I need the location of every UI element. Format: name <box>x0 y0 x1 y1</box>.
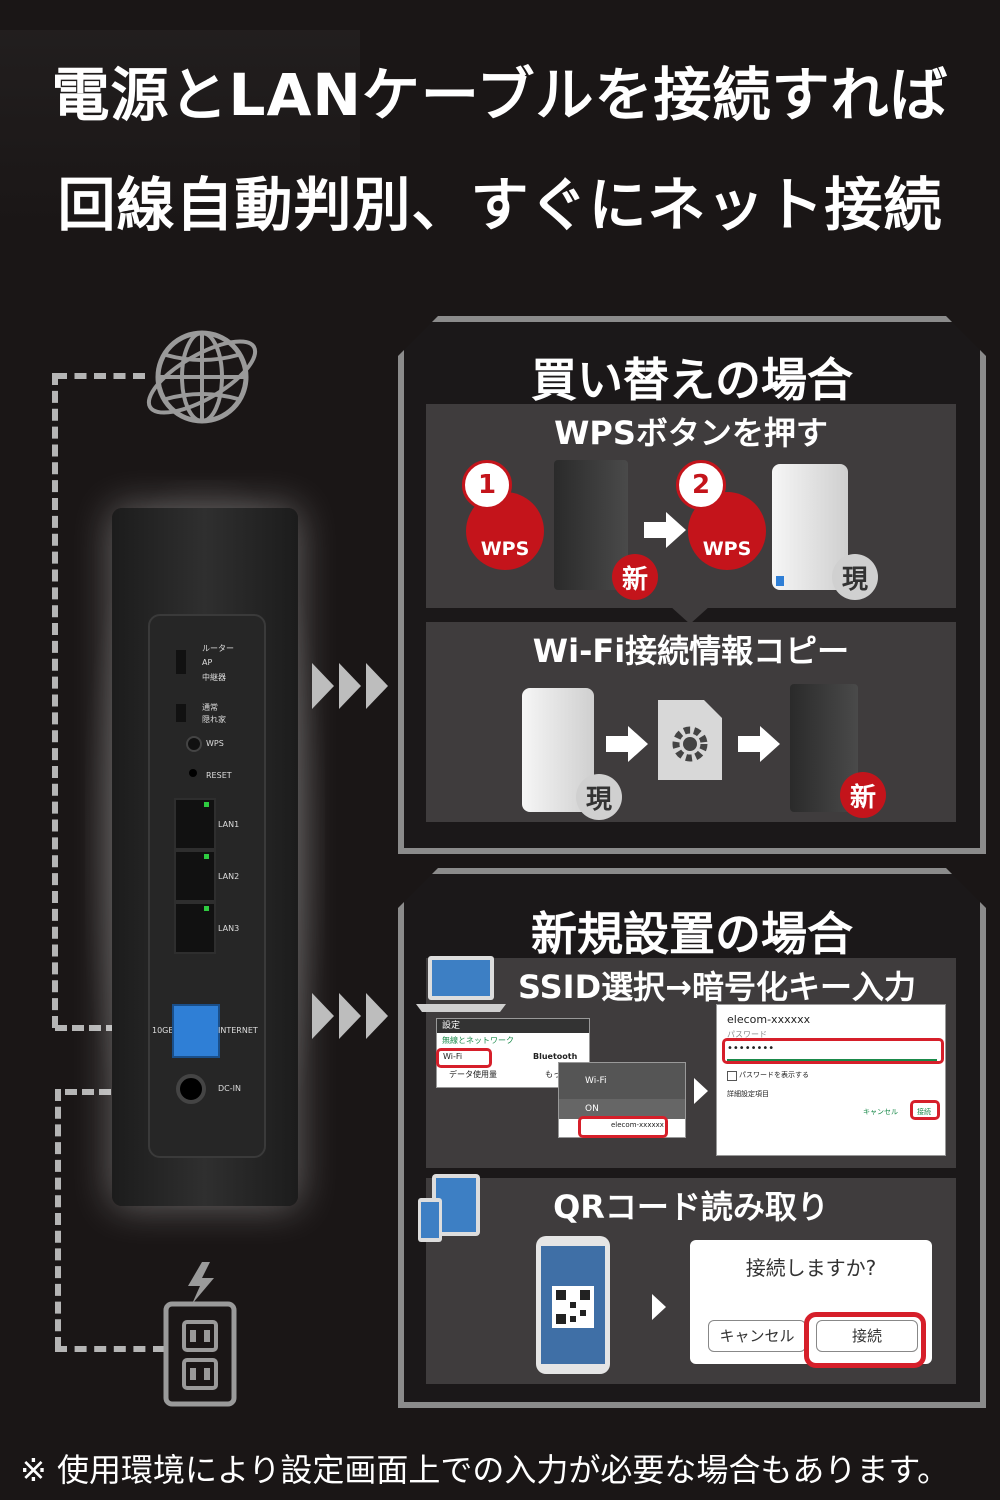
qr-section: QRコード読み取り 接続しますか? キャンセル 接続 <box>426 1178 956 1384</box>
settings-bluetooth-item[interactable]: Bluetooth <box>533 1052 578 1061</box>
internet-port[interactable] <box>172 1004 220 1058</box>
wps-section: WPSボタンを押す WPS 1 新 WPS 2 現 <box>426 404 956 608</box>
wifi-highlight <box>436 1048 492 1068</box>
step-2-badge: 2 <box>676 460 726 510</box>
footer-note: ※ 使用環境により設定画面上での入力が必要な場合もあります。 <box>20 1451 950 1489</box>
power-outlet-icon <box>163 1262 237 1407</box>
reset-label: RESET <box>206 771 232 780</box>
globe-icon <box>146 330 258 424</box>
chevron-right-icon <box>312 663 388 709</box>
chevron-right-icon <box>652 1294 666 1320</box>
arrow-right-icon <box>738 726 780 762</box>
gear-icon <box>658 700 722 780</box>
password-screen: elecom-xxxxxx パスワード •••••••• パスワードを表示する … <box>716 1004 946 1156</box>
current-badge: 現 <box>832 554 878 600</box>
dc-in-label: DC-IN <box>218 1084 241 1093</box>
password-highlight <box>722 1038 944 1064</box>
connector-outlet-h <box>55 1346 165 1352</box>
mode-router-label: ルーター <box>202 644 234 653</box>
arrow-right-icon <box>606 726 648 762</box>
password-input[interactable]: •••••••• <box>727 1043 937 1061</box>
new-install-panel: 新規設置の場合 SSID選択→暗号化キー入力 設定 無線とネットワーク Wi-F… <box>398 868 986 1408</box>
lan2-port[interactable] <box>174 850 216 902</box>
port-10ge-label: 10GE <box>152 1026 174 1035</box>
connector-power-h <box>65 1089 145 1095</box>
lan1-port[interactable] <box>174 798 216 850</box>
connector-power-v <box>55 1089 61 1349</box>
new-badge: 新 <box>612 554 658 600</box>
connect-dialog: 接続しますか? キャンセル 接続 <box>690 1240 932 1364</box>
wifi-header: Wi-Fi <box>559 1063 685 1099</box>
copy-section-title: Wi-Fi接続情報コピー <box>532 632 850 670</box>
settings-wifi-item[interactable]: Wi-Fi <box>443 1052 463 1061</box>
internet-label: INTERNET <box>218 1026 258 1035</box>
settings-category: 無線とネットワーク <box>442 1036 514 1045</box>
mode-ap-label: AP <box>202 658 213 667</box>
replacement-panel: 買い替えの場合 WPSボタンを押す WPS 1 新 WPS 2 現 Wi-Fi接… <box>398 316 986 854</box>
ssid-highlight <box>578 1116 668 1138</box>
dialog-cancel-button[interactable]: キャンセル <box>708 1320 806 1352</box>
connector-globe-h <box>55 373 145 379</box>
settings-data-usage-item[interactable]: データ使用量 <box>449 1070 497 1079</box>
mode-switch[interactable] <box>176 650 186 674</box>
wps-button[interactable] <box>186 736 202 752</box>
new-badge: 新 <box>840 772 886 818</box>
chevron-right-icon <box>694 1078 708 1104</box>
password-connect-button[interactable]: 接続 <box>917 1108 931 1116</box>
lan3-led <box>204 906 209 911</box>
replacement-title: 買い替えの場合 <box>531 353 853 407</box>
smartphone-qr-icon <box>536 1236 610 1374</box>
wifi-on-toggle[interactable]: ON <box>559 1099 685 1119</box>
new-install-title: 新規設置の場合 <box>531 907 853 961</box>
lan1-label: LAN1 <box>218 820 240 829</box>
headline-line2: 回線自動判別、すぐにネット接続 <box>57 171 943 239</box>
wps-label: WPS <box>206 739 224 748</box>
dialog-question: 接続しますか? <box>745 1256 877 1280</box>
ssid-section-title: SSID選択→暗号化キー入力 <box>518 968 916 1006</box>
dc-in-jack[interactable] <box>176 1074 206 1104</box>
lan1-led <box>204 802 209 807</box>
advanced-settings[interactable]: 詳細設定項目 <box>727 1090 769 1098</box>
dialog-connect-button[interactable]: 接続 <box>816 1320 918 1352</box>
password-label: パスワード <box>727 1030 767 1039</box>
arrow-right-icon <box>644 512 686 548</box>
wifi-screen: Wi-Fi ON elecom-xxxxxx <box>558 1062 686 1138</box>
background-streaks <box>0 30 360 230</box>
led-switch[interactable] <box>176 704 186 722</box>
laptop-icon <box>416 954 506 1014</box>
show-password-label: パスワードを表示する <box>739 1071 809 1079</box>
password-cancel-button[interactable]: キャンセル <box>863 1108 898 1116</box>
copy-section: Wi-Fi接続情報コピー 現 新 <box>426 622 956 822</box>
qr-section-title: QRコード読み取り <box>553 1188 829 1226</box>
chevron-right-icon <box>312 993 388 1039</box>
router-back-panel: ルーター AP 中継器 通常 隠れ家 WPS RESET LAN1 LAN2 L… <box>112 508 298 1206</box>
led-off-label: 隠れ家 <box>202 715 226 724</box>
headline-line1: 電源とLANケーブルを接続すれば <box>51 61 949 129</box>
lan3-port[interactable] <box>174 902 216 954</box>
password-ssid: elecom-xxxxxx <box>727 1013 811 1026</box>
lan2-label: LAN2 <box>218 872 240 881</box>
settings-more-item[interactable]: もっ <box>545 1070 561 1079</box>
wps-section-title: WPSボタンを押す <box>554 414 828 452</box>
connect-highlight <box>910 1100 940 1120</box>
tablet-icon <box>418 1172 484 1246</box>
settings-header: 設定 <box>437 1019 589 1033</box>
ssid-section: SSID選択→暗号化キー入力 設定 無線とネットワーク Wi-Fi Blueto… <box>426 958 956 1168</box>
led-normal-label: 通常 <box>202 703 218 712</box>
wifi-ssid-item[interactable]: elecom-xxxxxx <box>611 1121 664 1129</box>
current-badge: 現 <box>576 774 622 820</box>
show-password-checkbox[interactable] <box>727 1071 737 1081</box>
reset-button[interactable] <box>189 769 197 777</box>
lan2-led <box>204 854 209 859</box>
connector-globe-v <box>52 373 58 1028</box>
lan3-label: LAN3 <box>218 924 240 933</box>
section-pointer <box>670 606 710 624</box>
step-1-badge: 1 <box>462 460 512 510</box>
dialog-connect-highlight <box>804 1312 926 1368</box>
mode-repeater-label: 中継器 <box>202 673 226 682</box>
connector-internet-h <box>55 1025 135 1031</box>
